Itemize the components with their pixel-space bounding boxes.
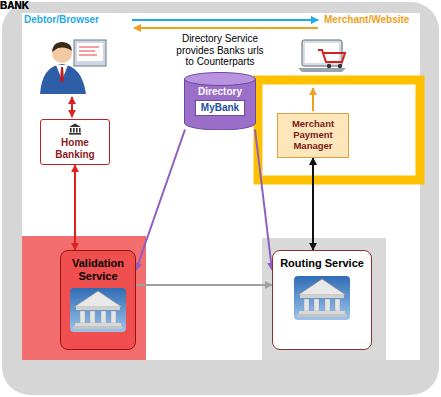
node-text: Directory <box>198 86 242 98</box>
merchant-routing-arrow <box>312 158 314 250</box>
directory-lookup-arrow <box>255 130 272 271</box>
icon-label: BANK <box>0 0 29 11</box>
node-text: Merchant Payment Manager <box>282 119 344 152</box>
debtor-arrow <box>71 97 73 117</box>
routing-service-box: Routing Service <box>272 250 372 350</box>
merchant-payment-manager-box: Merchant Payment Manager <box>277 113 349 158</box>
directory-lookup-arrow <box>136 130 185 271</box>
request-arrow <box>132 19 318 21</box>
home-banking-box: Home Banking <box>40 119 110 165</box>
response-arrow <box>134 27 318 29</box>
bank-message-arrow <box>136 284 272 286</box>
diagram-panel <box>22 13 420 360</box>
bank-icon-frame <box>294 276 350 320</box>
node-text: Routing Service <box>276 257 368 270</box>
directory-store: Directory Service provides Banks urls to… <box>170 33 270 130</box>
routing-highlight <box>262 238 386 360</box>
payment-auth-arrow <box>74 165 76 250</box>
bank-icon <box>294 276 350 320</box>
merchant-website-icon <box>298 40 346 72</box>
validation-highlight <box>22 236 146 360</box>
node-text: MyBank <box>195 100 245 116</box>
highlight-frame <box>258 80 420 180</box>
actor-label: Merchant/Website <box>324 14 409 25</box>
actor-label: Debtor/Browser <box>24 14 99 25</box>
node-text: Home Banking <box>45 137 105 160</box>
bank-icon <box>70 288 126 332</box>
bank-symbol <box>68 123 82 135</box>
debtor-person-icon <box>40 40 106 94</box>
node-text: Validation Service <box>64 257 132 282</box>
bank-icon-frame <box>70 288 126 332</box>
validation-service-box: Validation Service <box>60 250 136 350</box>
node-text: Directory Service provides Banks urls to… <box>170 33 270 68</box>
database-cylinder: DirectoryMyBank <box>184 72 256 130</box>
merchant-arrow <box>312 88 314 111</box>
